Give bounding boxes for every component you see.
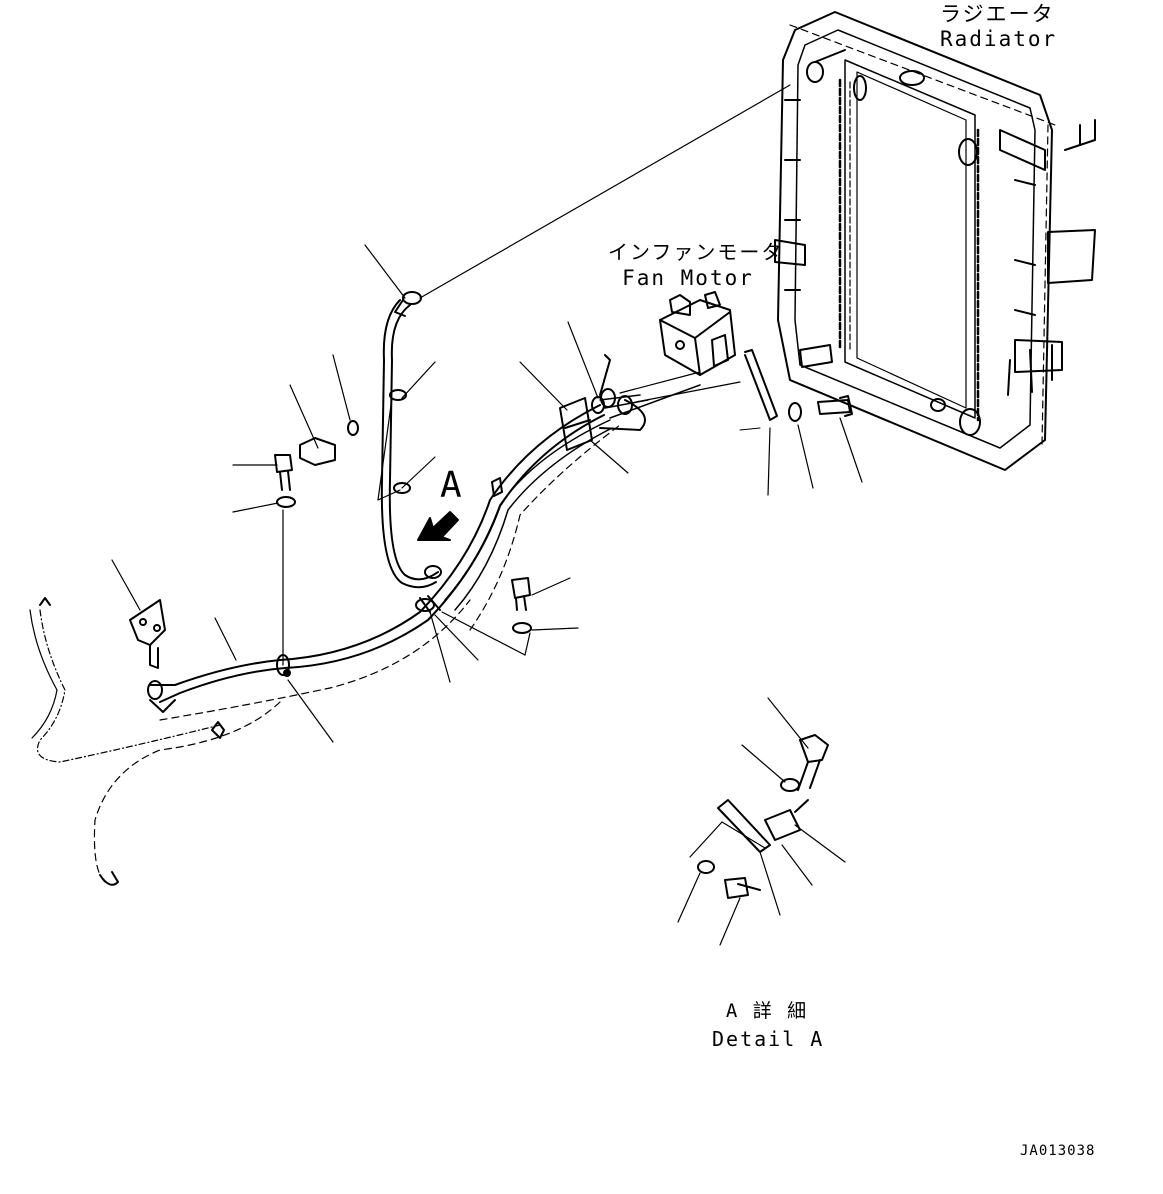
fasteners — [274, 395, 853, 899]
leader-lines — [111, 84, 863, 946]
radiator — [774, 11, 1096, 471]
radiator-label-jp: ラジエータ — [940, 2, 1055, 26]
fan-motor — [659, 291, 736, 376]
radiator-label-en: Radiator — [940, 27, 1058, 51]
view-arrow-icon — [417, 511, 459, 541]
view-arrow-label: A — [440, 465, 464, 506]
fittings — [39, 291, 633, 886]
detail-label-jp: A 詳 細 — [725, 1000, 809, 1022]
fan-motor-label-en: Fan Motor — [622, 266, 754, 290]
hose-assembly — [29, 299, 701, 883]
detail-label-en: Detail A — [712, 1027, 825, 1051]
fan-motor-label-jp: インファンモータ — [608, 240, 784, 264]
drawing-reference: JA013038 — [1020, 1143, 1096, 1159]
connecting-rod — [744, 349, 778, 421]
